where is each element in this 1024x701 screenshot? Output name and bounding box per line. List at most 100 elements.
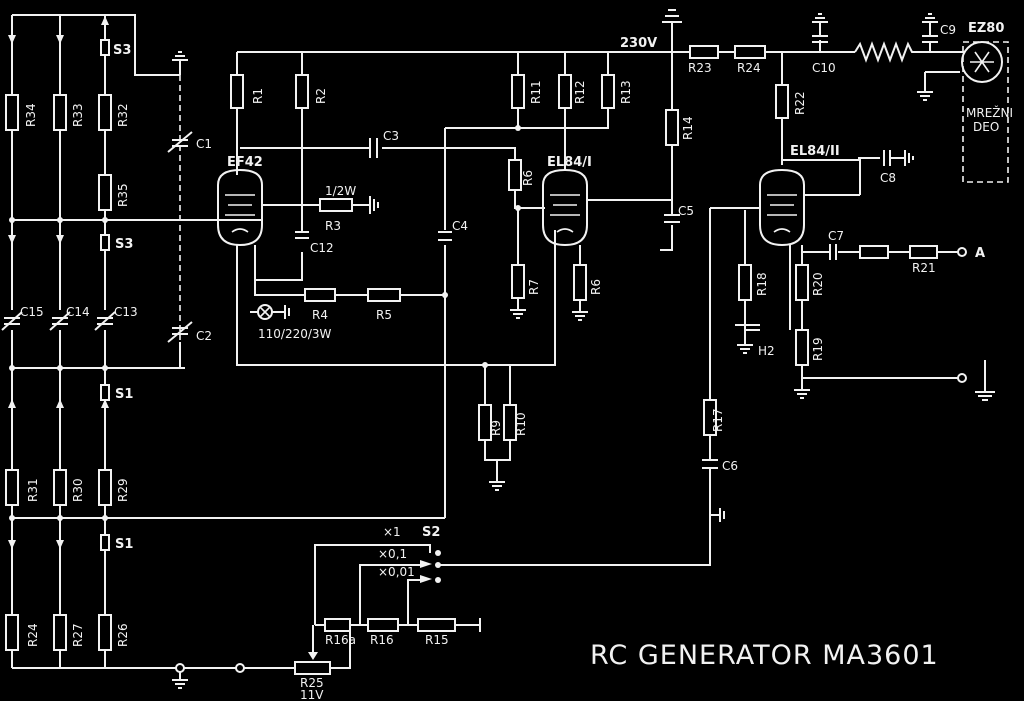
label-x01: ×0,1: [378, 547, 407, 561]
labels: R34 R33 R32 R35 R31 R30 R29 R24 R27 R26 …: [20, 21, 1013, 701]
label-r9: R9: [489, 420, 503, 436]
label-el84-2: EL84/II: [790, 144, 840, 159]
label-r7: R7: [527, 279, 541, 295]
label-s1b: S1: [115, 537, 133, 552]
resistor-r1: [230, 74, 244, 109]
resistor-r17: [703, 399, 717, 436]
label-c7: C7: [828, 229, 844, 243]
resistor-r3: [319, 198, 353, 212]
resistor-r15: [417, 618, 456, 632]
label-r21: R21: [912, 261, 936, 275]
label-s1a: S1: [115, 387, 133, 402]
lamp: [257, 304, 273, 320]
capacitor-c13: [94, 311, 116, 331]
label-r13: R13: [619, 80, 633, 104]
resistor-r31: [5, 469, 19, 506]
capacitor-c4: [438, 231, 452, 241]
hv-supply: [662, 9, 1009, 183]
resistor-r8: [573, 264, 587, 301]
capacitor-c3: [369, 138, 378, 158]
attenuator-s2: [172, 544, 481, 689]
label-r8: R6: [589, 279, 603, 295]
resistor-r23: [689, 45, 719, 59]
label-r3-power: 1/2W: [325, 184, 356, 198]
label-r20: R20: [811, 272, 825, 296]
capacitor-c6: [702, 459, 718, 469]
resistor-r11: [511, 74, 525, 109]
resistor-r13: [601, 74, 615, 109]
stage-ef42: [215, 51, 672, 366]
resistor-r35: [98, 174, 112, 211]
mains-box: [962, 41, 1009, 183]
label-r24b: R24: [737, 61, 761, 75]
resistor-r26: [98, 614, 112, 651]
label-c3: C3: [383, 129, 399, 143]
label-s3a: S3: [113, 43, 131, 58]
capacitor-c9: [922, 13, 938, 52]
label-r35: R35: [116, 183, 130, 207]
switch-s1b: [100, 534, 110, 551]
label-r22: R22: [793, 91, 807, 115]
label-r31: R31: [26, 478, 40, 502]
rc-network: [1, 14, 445, 669]
label-r16: R16: [370, 633, 394, 647]
label-c9: C9: [940, 23, 956, 37]
resistor-r4: [304, 288, 336, 302]
label-lamp: 110/220/3W: [258, 327, 332, 341]
capacitor-c10: [812, 13, 828, 43]
resistor-r33: [53, 94, 67, 131]
resistor-r27: [53, 614, 67, 651]
label-r1: R1: [251, 88, 265, 104]
label-r23: R23: [688, 61, 712, 75]
label-c4: C4: [452, 219, 468, 233]
capacitor-c8: [858, 150, 914, 166]
label-r5: R5: [376, 308, 392, 322]
resistor-r25: [294, 661, 331, 675]
resistor-r16a: [324, 618, 351, 632]
label-r25: R25: [300, 676, 324, 690]
capacitor-c2: [167, 321, 193, 343]
label-11v: 11V: [300, 688, 324, 701]
label-c10: C10: [812, 61, 836, 75]
label-c14: C14: [66, 305, 90, 319]
label-r16a: R16a: [325, 633, 356, 647]
resistor-r28: [859, 245, 889, 259]
capacitor-c5: [664, 214, 680, 223]
capacitor-c15: [1, 311, 23, 331]
resistor-r32: [98, 94, 112, 131]
label-x001: ×0,01: [378, 565, 415, 579]
label-mains-2: DEO: [973, 120, 999, 134]
ground-terminal[interactable]: [957, 373, 967, 383]
resistor-r34: [5, 94, 19, 131]
label-r19: R19: [811, 337, 825, 361]
resistor-r20: [795, 264, 809, 301]
label-r6-grid: R6: [521, 170, 535, 186]
resistor-r9: [478, 404, 492, 441]
label-r33: R33: [71, 103, 85, 127]
label-r17: R17: [711, 408, 725, 432]
label-r10: R10: [514, 412, 528, 436]
resistor-r2: [295, 74, 309, 109]
switch-s3a: [100, 39, 110, 56]
resistor-r22: [775, 84, 789, 119]
label-ez80: EZ80: [968, 21, 1004, 36]
tube-el84-1: [542, 168, 588, 247]
switch-s1a: [100, 384, 110, 401]
capacitor-c7: [829, 244, 837, 260]
stage-el84-2: [440, 52, 995, 566]
tube-ez80: [961, 41, 1003, 83]
label-c8: C8: [880, 171, 896, 185]
label-r14: R14: [681, 116, 695, 140]
tube-el84-2: [759, 168, 805, 247]
label-r24: R24: [26, 623, 40, 647]
label-r29: R29: [116, 478, 130, 502]
label-r4: R4: [312, 308, 328, 322]
label-c2: C2: [196, 329, 212, 343]
tube-ef42: [217, 168, 263, 247]
choke: [854, 41, 965, 63]
label-c1: C1: [196, 137, 212, 151]
resistor-r16: [367, 618, 399, 632]
label-mains-1: MREŽNI: [966, 105, 1013, 120]
output-a-terminal[interactable]: [957, 247, 967, 257]
label-r27: R27: [71, 623, 85, 647]
